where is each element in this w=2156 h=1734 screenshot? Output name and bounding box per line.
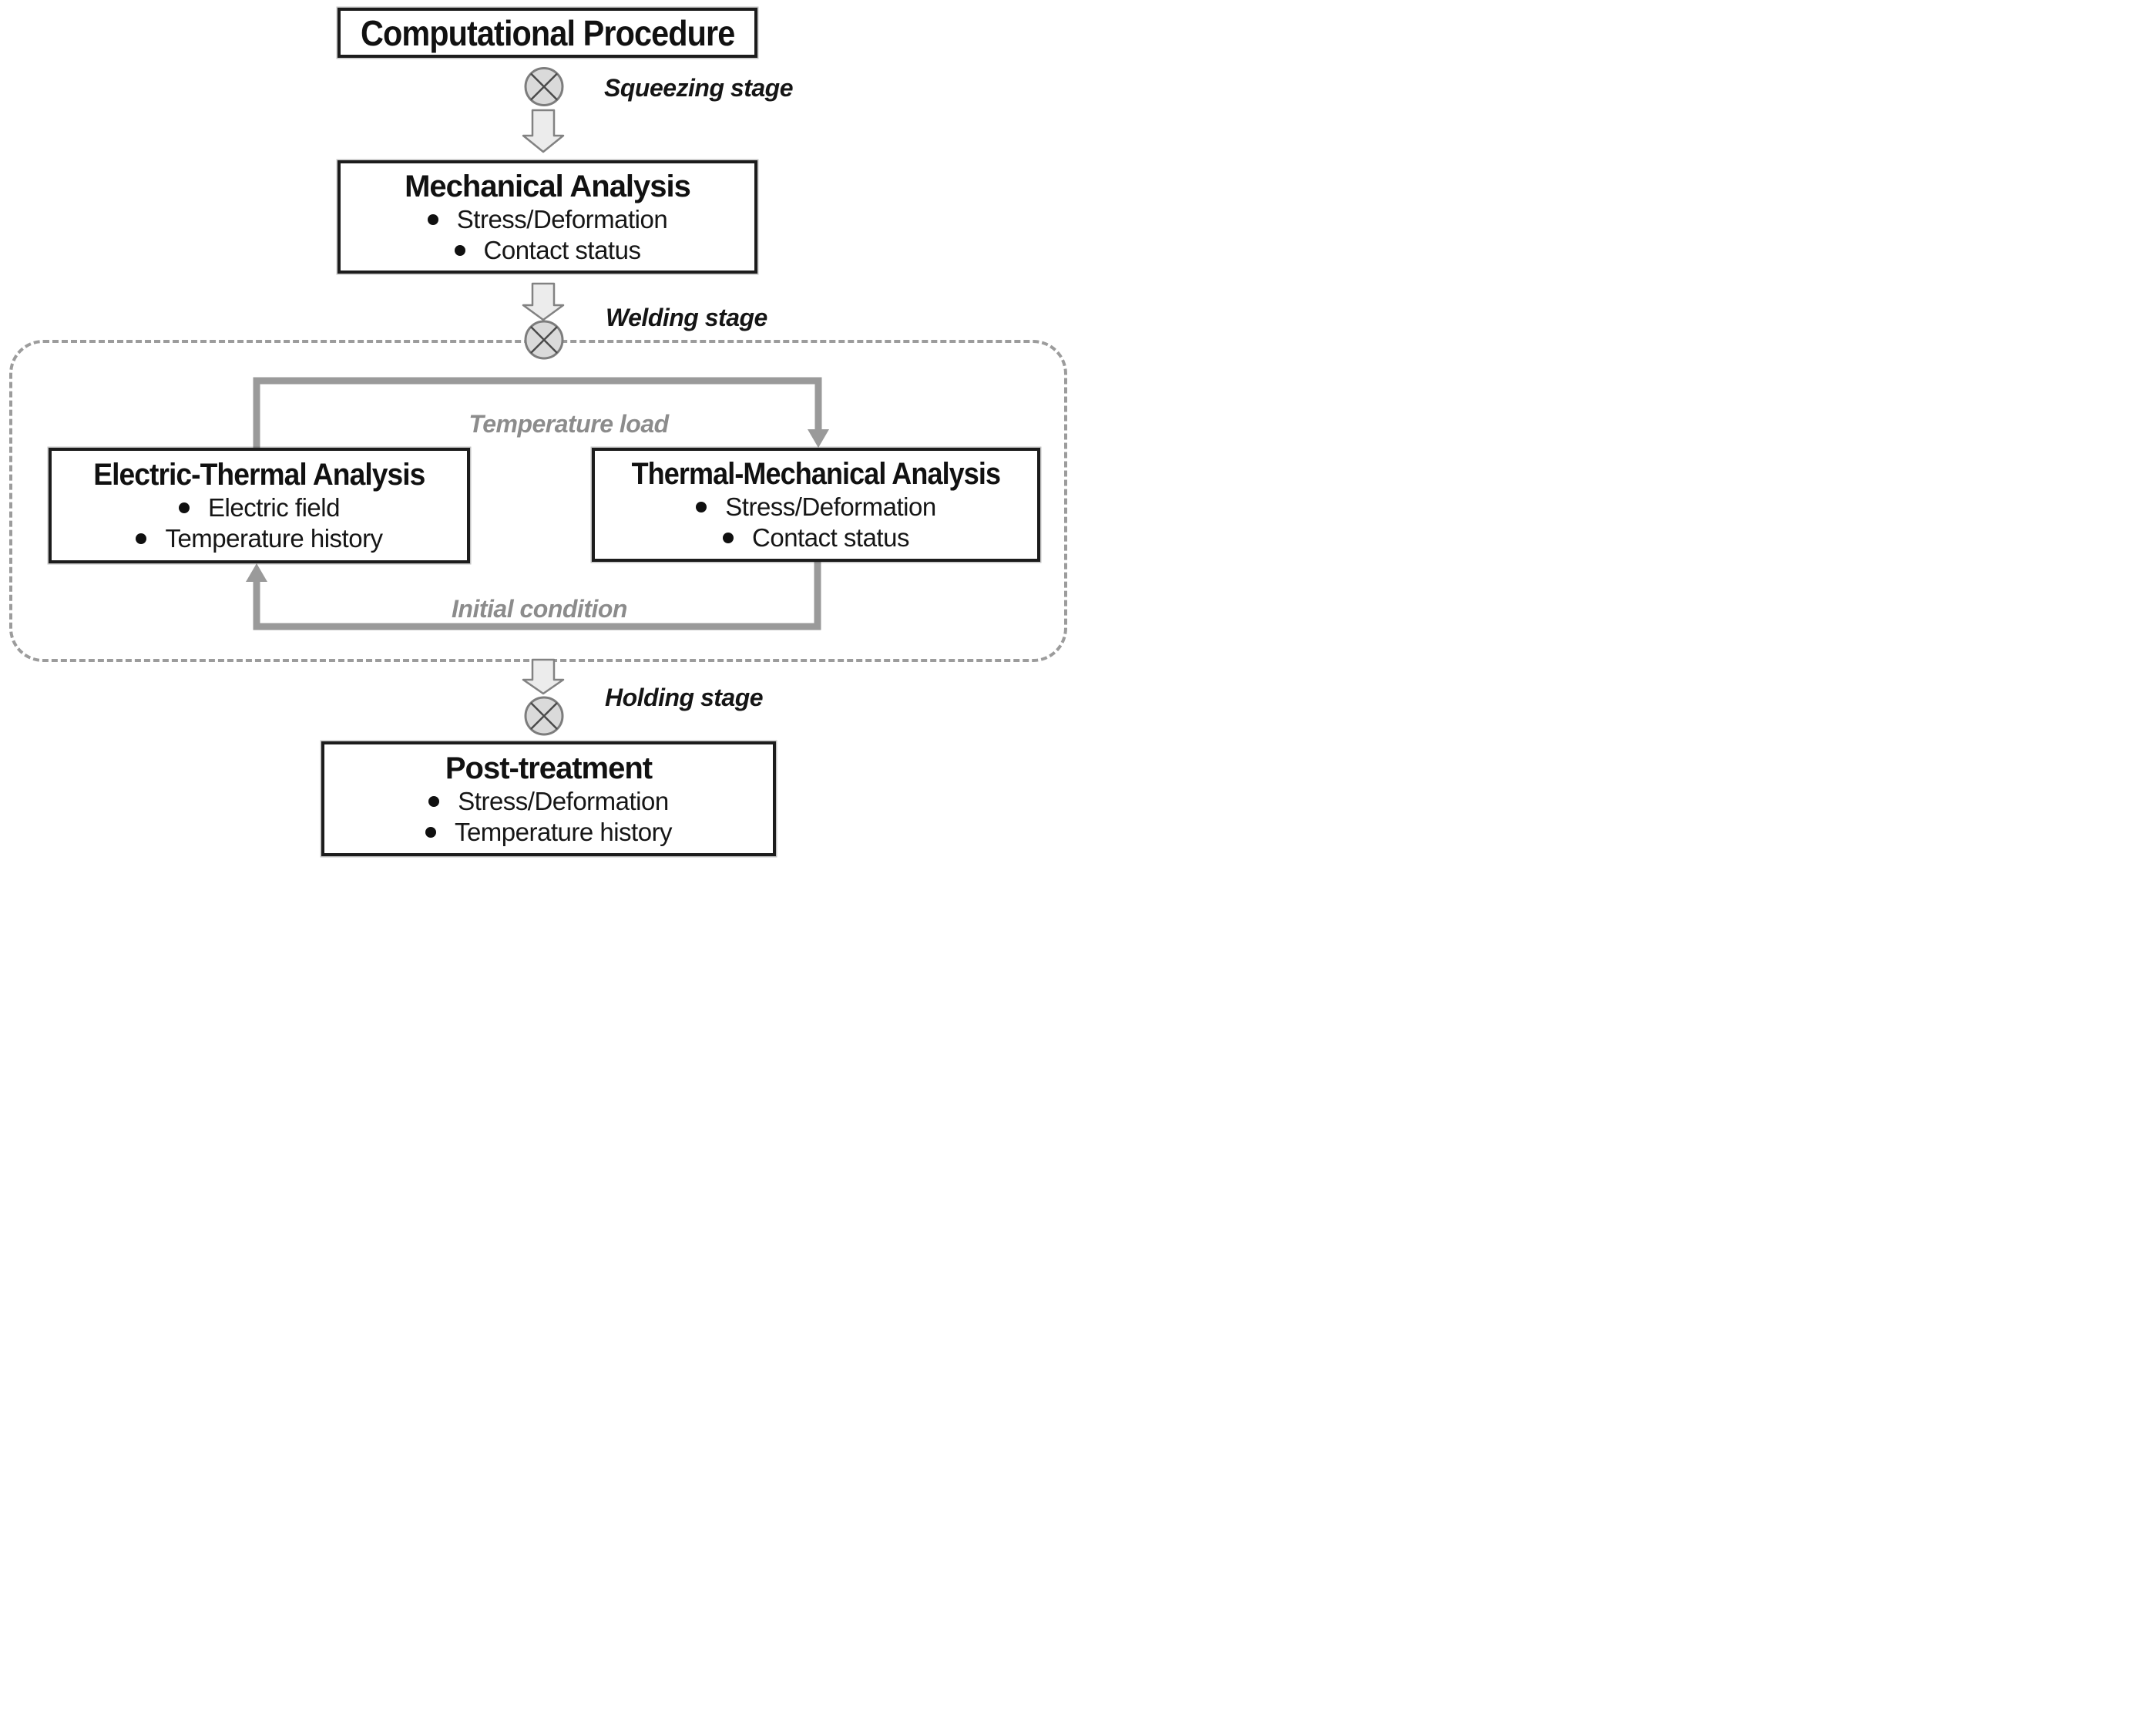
- initial-condition-arrow: [246, 562, 821, 630]
- bullet-label: Contact status: [483, 235, 641, 264]
- bullet-label: Contact status: [752, 523, 909, 552]
- circle-x-icon-holding: [524, 696, 564, 736]
- bullet-dot-icon: [723, 533, 734, 543]
- initial-condition-label: Initial condition: [452, 595, 627, 623]
- bullet-label: Electric field: [208, 493, 340, 522]
- bullet-item: Temperature history: [425, 817, 673, 848]
- bullet-dot-icon: [425, 826, 436, 838]
- bullet-dot-icon: [427, 213, 438, 225]
- bullet-item: Stress/Deformation: [427, 204, 668, 235]
- bullet-label: Temperature history: [454, 817, 673, 846]
- page-title: Computational Procedure: [360, 12, 735, 53]
- bullet-dot-icon: [179, 502, 190, 513]
- bullet-item: Stress/Deformation: [428, 786, 669, 817]
- circle-x-icon-welding: [524, 320, 564, 360]
- bullet-label: Stress/Deformation: [725, 492, 936, 521]
- bullet-item: Contact status: [454, 235, 641, 266]
- circle-x-icon-squeezing: [524, 67, 564, 106]
- electric-thermal-analysis-box: Electric-Thermal Analysis Electric field…: [49, 448, 470, 563]
- mechanical-analysis-box: Mechanical Analysis Stress/Deformation C…: [338, 160, 757, 274]
- box-title: Mechanical Analysis: [405, 169, 691, 203]
- bullet-item: Contact status: [723, 523, 909, 553]
- bullet-item: Electric field: [179, 492, 340, 523]
- bullet-dot-icon: [696, 502, 707, 512]
- bullet-item: Temperature history: [136, 523, 383, 554]
- connector-layer: [246, 67, 829, 736]
- temperature-load-label: Temperature load: [468, 410, 669, 438]
- down-arrow-icon-squeezing: [522, 109, 565, 153]
- bullet-label: Temperature history: [165, 524, 383, 553]
- thermal-mechanical-analysis-box: Thermal-Mechanical Analysis Stress/Defor…: [592, 448, 1040, 562]
- temperature-load-arrow: [253, 377, 829, 448]
- post-treatment-box: Post-treatment Stress/Deformation Temper…: [321, 741, 776, 856]
- bullet-label: Stress/Deformation: [458, 786, 669, 815]
- down-arrow-icon-welding: [522, 282, 565, 321]
- flowchart: Computational Procedure Squeezing stage …: [0, 0, 1078, 867]
- bullet-label: Stress/Deformation: [456, 204, 668, 234]
- stage-label-welding: Welding stage: [606, 304, 767, 331]
- box-title: Post-treatment: [445, 751, 653, 785]
- stage-label-squeezing: Squeezing stage: [604, 74, 794, 102]
- bullet-dot-icon: [454, 244, 465, 256]
- bullet-item: Stress/Deformation: [696, 492, 936, 523]
- stage-label-holding: Holding stage: [605, 684, 764, 711]
- bullet-dot-icon: [428, 795, 440, 807]
- bullet-dot-icon: [136, 533, 147, 544]
- computational-procedure-box: Computational Procedure: [338, 8, 757, 58]
- box-title: Thermal-Mechanical Analysis: [631, 457, 1001, 491]
- box-title: Electric-Thermal Analysis: [93, 458, 425, 492]
- down-arrow-icon-holding: [522, 658, 565, 695]
